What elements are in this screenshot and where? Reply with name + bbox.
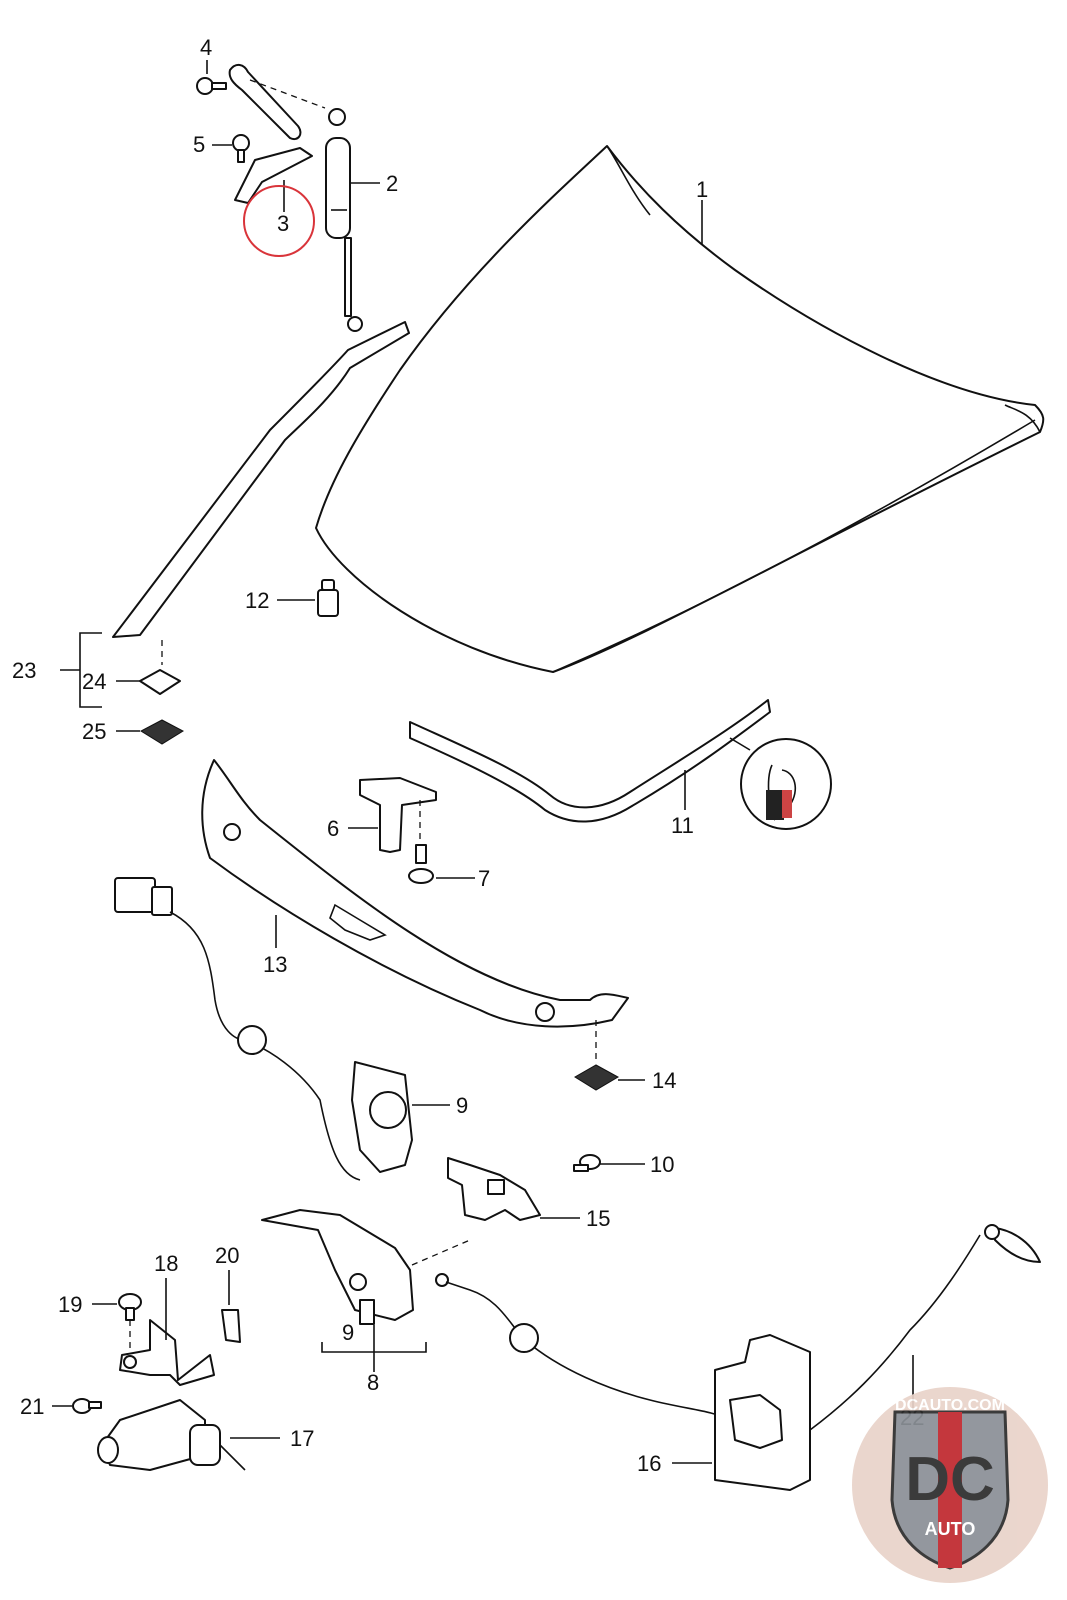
front-cover-panel — [201, 759, 629, 1028]
callout-18: 18 — [154, 1251, 178, 1276]
pad-25 — [139, 719, 185, 745]
callout-17: 17 — [290, 1426, 314, 1451]
callout-23: 23 — [12, 658, 36, 683]
callout-10: 10 — [650, 1152, 674, 1177]
watermark-mark: DC — [905, 1445, 995, 1514]
callout-1: 1 — [696, 177, 708, 202]
callout-12: 12 — [245, 588, 269, 613]
clip-20 — [221, 1309, 241, 1343]
watermark-url: DCAUTO.COM — [895, 1397, 1005, 1414]
release-cable — [435, 1224, 1041, 1431]
hood-latch — [261, 1209, 471, 1325]
callout-7: 7 — [478, 866, 490, 891]
callout-3: 3 — [277, 211, 289, 236]
bolt-10 — [573, 1154, 601, 1172]
latch-bracket — [359, 777, 437, 853]
callout-6: 6 — [327, 816, 339, 841]
callout-5: 5 — [193, 132, 205, 157]
mounting-plate-15 — [447, 1157, 541, 1221]
callout-21: 21 — [20, 1394, 44, 1419]
callout-16: 16 — [637, 1451, 661, 1476]
actuator-17 — [97, 1399, 246, 1471]
callout-14: 14 — [652, 1068, 676, 1093]
clip-12 — [317, 579, 339, 617]
callout-leaders — [52, 60, 914, 1464]
callout-9-housing: 9 — [456, 1093, 468, 1118]
callout-4: 4 — [200, 35, 212, 60]
wiring-harness — [114, 877, 361, 1181]
callout-20: 20 — [215, 1243, 239, 1268]
callout-labels: 1 2 3 4 5 6 7 8 9 9 10 11 12 13 14 15 16… — [12, 35, 924, 1476]
release-handle-16 — [714, 1334, 811, 1491]
actuator-bracket-18 — [119, 1319, 215, 1386]
clip-24 — [139, 669, 181, 695]
callout-8: 8 — [367, 1370, 379, 1395]
gas-strut — [325, 108, 363, 332]
callout-11: 11 — [671, 813, 694, 838]
bolt-7 — [408, 844, 434, 884]
watermark-sub: AUTO — [925, 1519, 976, 1539]
callout-24: 24 — [82, 669, 106, 694]
callout-15: 15 — [586, 1206, 610, 1231]
callout-19: 19 — [58, 1292, 82, 1317]
bolt-4 — [196, 77, 227, 95]
bolt-19 — [118, 1293, 142, 1350]
side-seal-strip — [112, 321, 410, 665]
callout-2: 2 — [386, 171, 398, 196]
hood-hinge — [228, 64, 326, 204]
weatherstrip-seal — [409, 699, 832, 830]
hood-panel — [315, 145, 1045, 673]
callout-13: 13 — [263, 952, 287, 977]
bolt-21 — [72, 1398, 102, 1414]
callout-9-latch: 9 — [342, 1320, 354, 1345]
callout-25: 25 — [82, 719, 106, 744]
highlight-circle — [243, 185, 315, 257]
bolt-5 — [232, 134, 250, 163]
dcauto-watermark: DCAUTO.COM DC AUTO — [852, 1387, 1048, 1583]
latch-housing-9 — [351, 1061, 413, 1173]
pad-14 — [574, 1020, 620, 1091]
